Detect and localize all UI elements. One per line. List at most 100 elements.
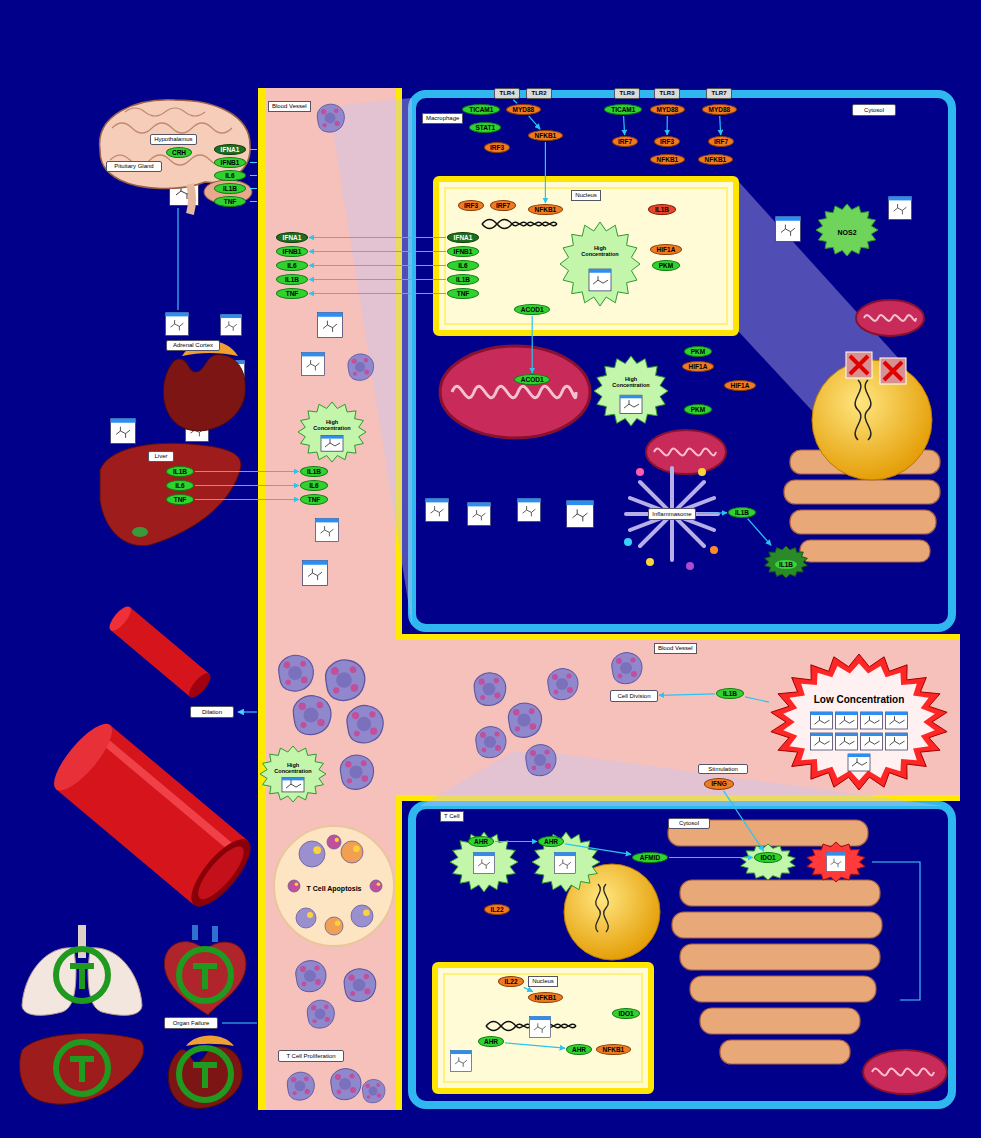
panel-label: T Cell <box>440 811 464 822</box>
nucleus-drawings-part <box>435 965 651 1091</box>
gene-ellipse: AHR <box>538 836 564 847</box>
cell-panel: MacrophageCytosolNucleusIRF3IRF7NFKB1IFN… <box>400 88 960 640</box>
connector <box>495 841 537 842</box>
node-text: Cytosol <box>679 820 699 827</box>
metabolite-box <box>321 436 343 452</box>
node-text: TLR9 <box>620 90 635 97</box>
panel-label: Nucleus <box>528 976 558 987</box>
metabolite-boxes-part <box>473 852 494 873</box>
infected-cells-part <box>348 354 374 380</box>
node-text: IL1B <box>223 185 237 192</box>
gene-ellipse: STAT1 <box>469 122 501 133</box>
gene-ellipse: NFKB1 <box>528 130 563 141</box>
metabolite-box-bar <box>620 395 642 398</box>
connector <box>513 100 517 104</box>
metabolite-box <box>811 712 833 729</box>
node-text: IDO1 <box>618 1010 633 1017</box>
node-text: Cell Division <box>617 693 650 700</box>
metabolite-boxes-part <box>110 418 135 443</box>
blood-vessel-drawing-part <box>45 716 260 915</box>
infected-cells-part <box>612 653 642 684</box>
node-text: IL1B <box>655 206 669 213</box>
metabolite-box-body <box>321 436 343 452</box>
treatment-marks-part <box>179 949 231 1001</box>
node-text: STAT1 <box>475 124 495 131</box>
node-text: IL1B <box>456 276 470 283</box>
leader-lines <box>178 150 920 1024</box>
label-holder: High Concentration <box>594 373 668 391</box>
infected-cells-part <box>362 1079 385 1102</box>
connector <box>666 116 667 135</box>
gene-ellipse: MYD88 <box>506 104 541 115</box>
inflammasome-drawing <box>626 468 718 560</box>
receptor-box: TLR2 <box>526 88 552 99</box>
panel-label: Blood Vessel <box>654 643 697 654</box>
gene-ellipse: IL1B <box>447 274 479 285</box>
metabolite-box-body <box>620 395 642 413</box>
label-box: Cytosol <box>852 104 896 116</box>
apoptotic-cell <box>288 880 300 892</box>
nucleus-sphere-part <box>855 380 871 440</box>
gene-ellipse: IFNB1 <box>214 157 246 168</box>
node-text: PKM <box>691 406 705 413</box>
connector <box>195 471 299 472</box>
gene-ellipse: IL6 <box>276 260 308 271</box>
mitochondria-part <box>440 346 590 438</box>
metabolite-boxes <box>110 177 911 1072</box>
metabolite-box-bar <box>886 712 908 715</box>
organ-drawings-part <box>164 942 246 1015</box>
node-text: IRF3 <box>490 144 504 151</box>
cell-membranes-part <box>412 94 952 628</box>
label-box: Stimulation <box>698 764 748 774</box>
node-text: TNF <box>308 496 321 503</box>
treatment-marks-part <box>56 1042 108 1094</box>
structure-sketch <box>865 737 880 745</box>
infected-cells-part <box>317 104 344 132</box>
metabolite-box-bar <box>886 733 908 736</box>
mitochondria-part <box>856 300 924 336</box>
gene-ellipse: IFNB1 <box>447 246 479 257</box>
inflammasome-dots-part <box>710 546 718 554</box>
node-text: IL1B <box>307 468 321 475</box>
node-text: TNF <box>457 290 470 297</box>
gene-ellipse: IL1B <box>300 466 328 477</box>
organ-drawings <box>20 925 246 1108</box>
apoptotic-cell <box>299 841 325 867</box>
gene-ellipse: IL1B <box>276 274 308 285</box>
leader-lines-part <box>250 150 257 202</box>
blood-vessel-drawing-part-part <box>191 841 250 906</box>
inflammasome-dots-part <box>698 468 706 476</box>
structure-sketch <box>865 716 880 724</box>
metabolite-box-body <box>811 712 833 729</box>
connector <box>720 116 721 135</box>
inflammasome-dots <box>624 468 718 570</box>
label-box: Adrenal Cortex <box>166 340 220 351</box>
node-text: Hypothalamus <box>154 136 192 143</box>
node-text: AFMID <box>640 854 661 861</box>
gene-burst: IL1B <box>764 546 808 578</box>
treatment-marks-part <box>179 1048 231 1100</box>
node-text: TNF <box>174 496 187 503</box>
nucleus-panel: NucleusIL22NFKB1AHRAHRNFKB1IDO1 <box>432 962 654 1094</box>
connector <box>748 519 772 546</box>
concentration-burst: Low Concentration <box>770 654 948 790</box>
metabolite-box-bar <box>836 733 858 736</box>
burst-outline <box>594 356 668 426</box>
organ-drawings-part <box>195 925 215 942</box>
inflammasome-drawing-part <box>626 468 718 560</box>
infected-cells-part <box>474 673 506 706</box>
gene-ellipse: IRF3 <box>458 200 484 211</box>
blocked-marks-part <box>880 358 906 384</box>
connector <box>532 316 533 373</box>
gene-ellipse: NFKB1 <box>650 154 685 165</box>
burst-inner <box>783 664 935 781</box>
node-text: TNF <box>224 198 237 205</box>
inflammasome-dots-part <box>636 468 644 476</box>
structure-sketch <box>840 737 855 745</box>
apoptotic-cell <box>351 905 373 927</box>
endoplasmic-reticulum-part <box>720 1040 850 1064</box>
organ-drawings-part <box>20 1033 144 1104</box>
label-box: Pituitary Gland <box>106 161 162 172</box>
concentration-burst: High Concentration <box>298 402 366 462</box>
metabolite-box-body <box>886 733 908 750</box>
